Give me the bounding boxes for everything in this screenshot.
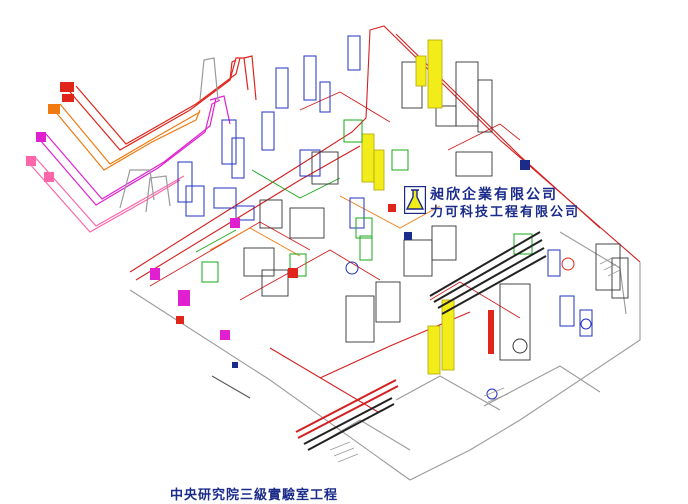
project-caption: 中央研究院三級實驗室工程 (170, 488, 339, 503)
exhaust-ducts (27, 55, 257, 233)
equipment-casework (243, 61, 629, 361)
duct-end-tags (26, 82, 74, 182)
room-markers (232, 160, 530, 368)
flask-shield-logo-icon (404, 186, 426, 214)
equipment-green (201, 119, 533, 283)
duct-red (69, 55, 257, 151)
equipment-round (345, 257, 592, 400)
equipment-blue (177, 35, 593, 337)
equipment-yellow (361, 39, 455, 375)
company-name-secondary: 力可科技工程有限公司 (430, 205, 581, 220)
equipment-accents (150, 204, 494, 354)
duct-orange (53, 103, 201, 171)
duct-pink (27, 155, 185, 233)
company-block: 昶欣企業有限公司 力可科技工程有限公司 (404, 184, 594, 220)
duct-magenta (39, 95, 231, 206)
hatch-details (329, 257, 621, 463)
annotation-bands (295, 231, 547, 451)
company-name-primary: 昶欣企業有限公司 (430, 187, 558, 203)
duct-grey (119, 57, 219, 213)
